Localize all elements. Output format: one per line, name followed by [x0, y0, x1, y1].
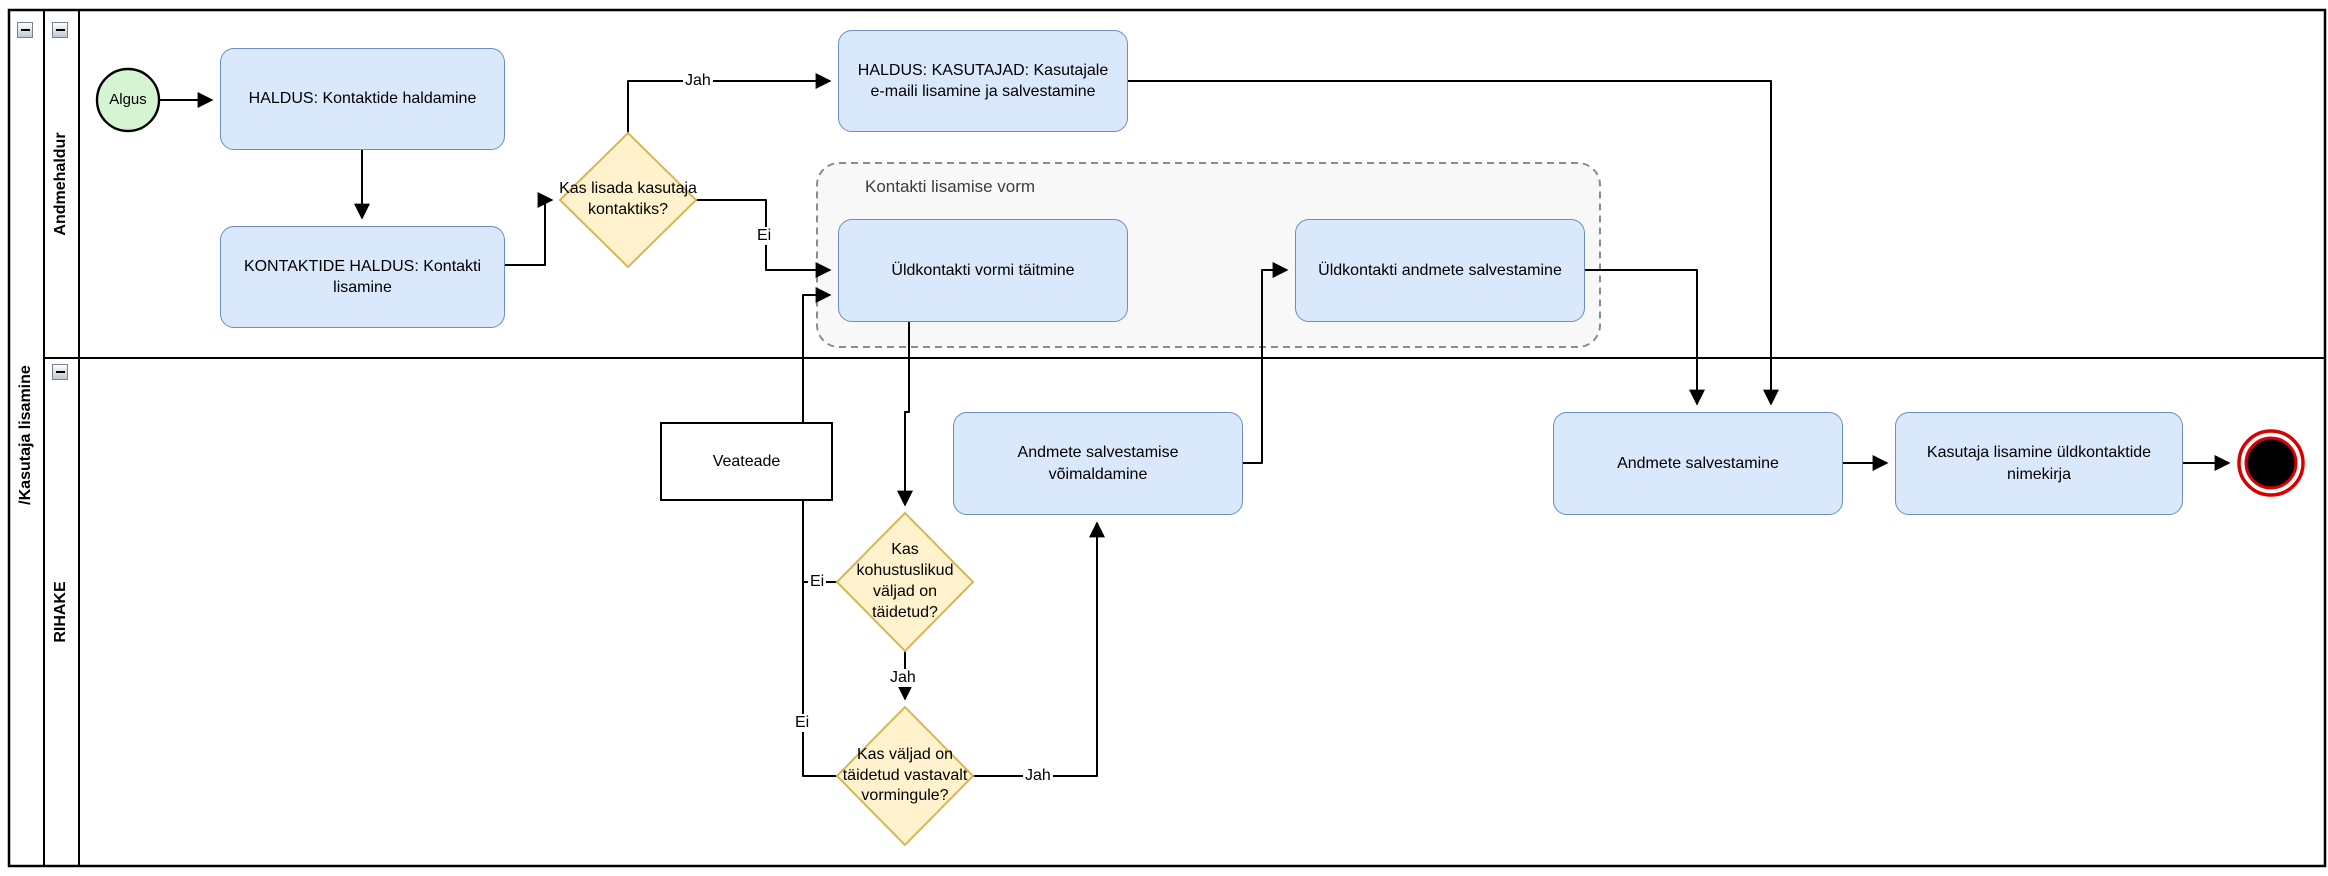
- pool-border: [7, 8, 2327, 868]
- task-kasutaja-lisamine[interactable]: Kasutaja lisamine üldkontaktide nimekirj…: [1895, 412, 2183, 515]
- task-andmete-salvestamine[interactable]: Andmete salvestamine: [1553, 412, 1843, 515]
- edge-label-gateway1-no: Ei: [755, 227, 774, 245]
- task-haldus-kasutajad[interactable]: HALDUS: KASUTAJAD: Kasutajale e-maili li…: [838, 30, 1128, 132]
- gateway1-shape[interactable]: [558, 131, 698, 269]
- pool-title: /Kasutaja lisamine: [17, 365, 34, 505]
- gateway2-shape[interactable]: [835, 511, 975, 653]
- lane-label-rihake: RIHAKE: [52, 581, 69, 643]
- task-kontaktide-haldus[interactable]: KONTAKTIDE HALDUS: Kontakti lisamine: [220, 226, 505, 328]
- edge-label-gateway1-yes: Jah: [683, 72, 713, 90]
- start-event-label: Algus: [109, 91, 147, 108]
- task-salvestamise-voimaldamine[interactable]: Andmete salvestamise võimaldamine: [953, 412, 1243, 515]
- task-uldkontakti-vorm[interactable]: Üldkontakti vormi täitmine: [838, 219, 1128, 322]
- collapse-pool-button[interactable]: [17, 22, 33, 38]
- flow-kontaktide-to-gateway1: [505, 192, 554, 266]
- edge-label-gateway2-no: Ei: [808, 573, 827, 591]
- lane-label-andmehaldur: Andmehaldur: [52, 132, 69, 236]
- task-veateade[interactable]: Veateade: [660, 422, 833, 501]
- task-label: Üldkontakti vormi täitmine: [891, 261, 1075, 279]
- task-label: HALDUS: Kontaktide haldamine: [248, 90, 477, 108]
- flow-vorm-to-gateway2: [897, 322, 913, 507]
- task-label: Kasutaja lisamine üldkontaktide nimekirj…: [1926, 444, 2152, 483]
- edge-label-gateway2-yes: Jah: [888, 669, 918, 687]
- flow-kasutajad-to-salvestamine: [1128, 80, 1779, 406]
- flow-gateway1-yes: [627, 73, 832, 133]
- flow-uldandmete-to-salvestamine: [1585, 269, 1705, 406]
- task-uldkontakti-andmete-salvestamine[interactable]: Üldkontakti andmete salvestamine: [1295, 219, 1585, 322]
- minus-icon: [55, 29, 65, 31]
- minus-icon: [20, 29, 30, 31]
- task-label: HALDUS: KASUTAJAD: Kasutajale e-maili li…: [857, 61, 1109, 100]
- task-haldus-kontaktide[interactable]: HALDUS: Kontaktide haldamine: [220, 48, 505, 150]
- end-event-circle[interactable]: [2244, 436, 2298, 490]
- task-label: KONTAKTIDE HALDUS: Kontakti lisamine: [243, 257, 482, 296]
- flow-voimaldamine-to-uldandmete: [1243, 262, 1289, 464]
- task-label: Andmete salvestamise võimaldamine: [1017, 444, 1179, 483]
- edge-label-gateway3-yes: Jah: [1023, 767, 1053, 785]
- task-label: Üldkontakti andmete salvestamine: [1318, 261, 1562, 279]
- gateway3-shape[interactable]: [835, 705, 975, 847]
- edge-label-gateway3-no: Ei: [793, 714, 812, 732]
- flow-error-loop-to-vorm: [802, 287, 837, 777]
- minus-icon: [55, 371, 65, 373]
- collapse-lane-rihake-button[interactable]: [52, 364, 68, 380]
- group-contact-form-label: Kontakti lisamise vorm: [865, 177, 1036, 196]
- start-event-circle[interactable]: [95, 67, 161, 133]
- task-label: Andmete salvestamine: [1617, 454, 1779, 472]
- flow-gateway3-yes: [973, 521, 1105, 777]
- collapse-lane-andmehaldur-button[interactable]: [52, 22, 68, 38]
- task-label: Veateade: [712, 452, 781, 470]
